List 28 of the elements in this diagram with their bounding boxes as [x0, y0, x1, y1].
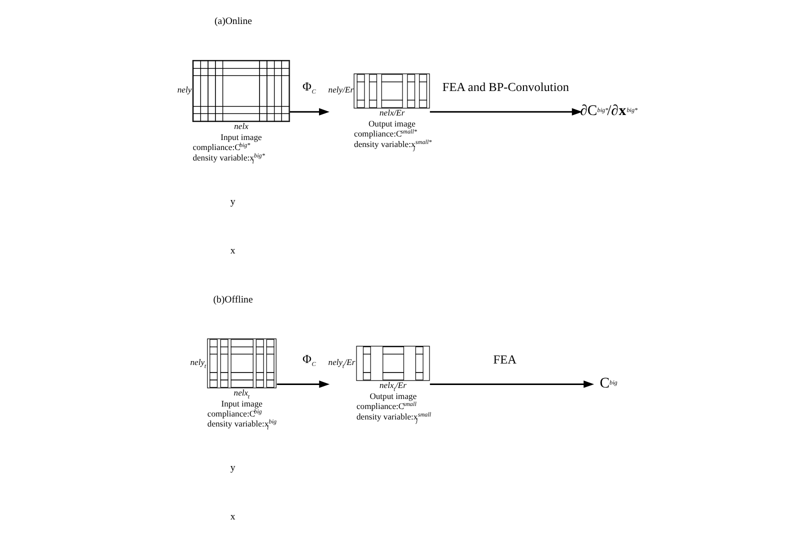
node-text: ∂C$^{big*}$/∂x$^{big*}$: [580, 103, 638, 120]
label: x: [230, 512, 235, 523]
node-label: nely: [176, 84, 192, 95]
node-label: nelx/Er: [379, 108, 404, 118]
label: (a)Online: [214, 16, 252, 27]
label: y: [230, 462, 235, 474]
node-label: nely/Er: [328, 84, 354, 95]
label: x: [230, 245, 235, 256]
edge-label: FEA: [492, 352, 516, 366]
node-label: nelx: [234, 121, 248, 132]
edge-label: Φ$_{C}$: [302, 79, 316, 96]
node-text: C$^{big}$: [599, 375, 617, 392]
edge-label: Φ$_{C}$: [302, 352, 316, 368]
node-label: compliance:C$^{small*}$: [354, 128, 417, 139]
node-label: nely$_{t}$/Er: [328, 357, 355, 370]
node-label: Output image: [368, 118, 415, 129]
node-label: nelx$_{t}$: [233, 387, 250, 400]
label: y: [230, 196, 235, 208]
node-label: Input image: [220, 398, 262, 408]
node-label: Input image: [220, 132, 262, 142]
node-label: nelx$_{t}$/Er: [379, 380, 406, 394]
node-label: nely$_{t}$: [190, 357, 206, 370]
node-label: compliance:C$^{big*}$: [192, 142, 250, 152]
node-label: compliance:C$^{big}$: [206, 408, 262, 418]
node-label: compliance:C$^{small}$: [356, 400, 416, 411]
node-label: Output image: [369, 391, 416, 402]
label: (b)Offline: [212, 294, 252, 306]
edge-label: FEA and BP-Convolution: [442, 80, 568, 94]
